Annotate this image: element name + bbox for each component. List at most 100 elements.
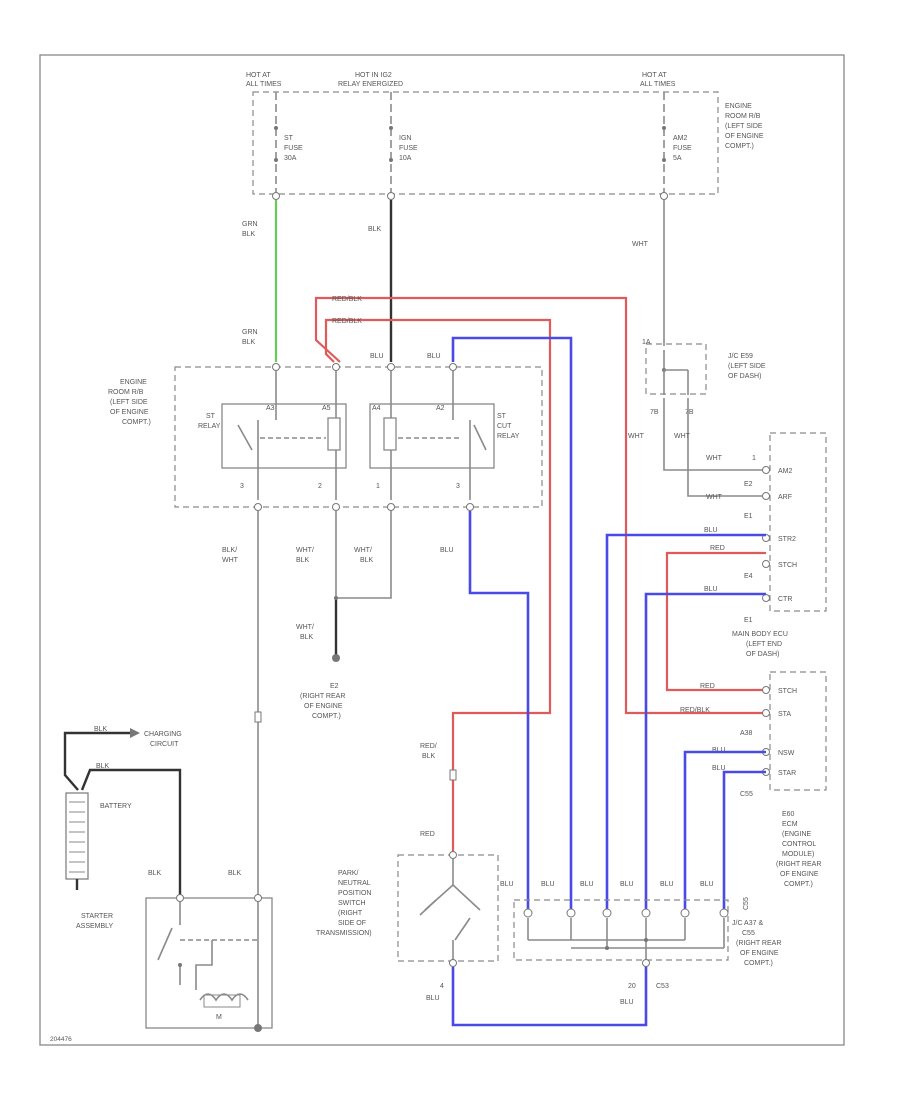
relay-box-loc-1: ENGINE <box>120 379 147 386</box>
jc-wire-blu-6: BLU <box>700 881 714 888</box>
pnp-label-7: TRANSMISSION) <box>316 930 372 937</box>
wire-label-blu-3: BLU <box>440 547 454 554</box>
ecu-terminal-str2: STR2 <box>778 536 796 543</box>
fuse-am2-label: FUSE <box>673 145 692 152</box>
ecu-pin-e2: E2 <box>744 481 753 488</box>
jc-e59-pin-7b-2: 7B <box>685 409 694 416</box>
junction-connector-a37-c55: BLU BLU BLU BLU BLU BLU C55 20 C53 BLU J… <box>500 881 781 1006</box>
fuse-panel-loc-3: (LEFT SIDE <box>725 123 763 130</box>
jc-wire-blu-1: BLU <box>500 881 514 888</box>
jc-e59-pin-1a: 1A <box>642 339 651 346</box>
relay-box-loc-3: (LEFT SIDE <box>110 399 148 406</box>
wire-label-wht-blk-6: BLK <box>300 634 314 641</box>
jc-bottom-loc-3: COMPT.) <box>744 960 773 967</box>
jc-e59-loc-1: (LEFT SIDE <box>728 363 766 370</box>
fuse-st-label: FUSE <box>284 145 303 152</box>
ecm-wire-red-blk: RED/BLK <box>680 707 710 714</box>
ecm-wire-blu-1: BLU <box>712 747 726 754</box>
hot-label-1: HOT AT <box>246 72 271 79</box>
relay-box: ENGINE ROOM R/B (LEFT SIDE OF ENGINE COM… <box>108 363 543 511</box>
starter-wire-blk-1: BLK <box>148 870 162 877</box>
ecu-wire-blu: BLU <box>704 586 718 593</box>
wire-label-wht-b: WHT <box>674 433 691 440</box>
wire-wht-blk-ground <box>335 511 392 599</box>
starter-label-2: ASSEMBLY <box>76 923 114 930</box>
wire-label-blk: BLK <box>368 226 382 233</box>
ground-e2-loc-1: (RIGHT REAR <box>300 693 345 700</box>
ecm-loc-3: COMPT.) <box>784 881 813 888</box>
relay-terminal-a5: A5 <box>322 405 331 412</box>
wire-label-red-blk-4: BLK <box>422 753 436 760</box>
junction-connector-e59: 1A J/C E59 (LEFT SIDE OF DASH) 7B 7B <box>642 339 766 416</box>
relay-box-loc-5: COMPT.) <box>122 419 151 426</box>
pnp-wire-blu-2: BLU <box>620 999 634 1006</box>
st-relay-label: RELAY <box>198 423 221 430</box>
ecu-pin-e1b: E1 <box>744 617 753 624</box>
pnp-pin-4: 4 <box>440 983 444 990</box>
battery-wire-blk-1: BLK <box>94 726 108 733</box>
wire-label-wht-blk: WHT/ <box>296 547 314 554</box>
pnp-pin-20: 20 <box>628 983 636 990</box>
wire-label-blk-wht-2: WHT <box>222 557 239 564</box>
main-body-ecu: AM2 ARF STR2 STCH CTR 1 E2 E1 E4 E1 MAIN… <box>732 432 827 658</box>
wire-label-blu-1: BLU <box>370 353 384 360</box>
ecm-conn-e60: E60 <box>782 811 795 818</box>
charging-circuit-1: CHARGING <box>144 731 182 738</box>
ecu-pin-e1: E1 <box>744 513 753 520</box>
hot-label-2b: RELAY ENERGIZED <box>338 81 403 88</box>
hot-label-2: HOT IN IG2 <box>355 72 392 79</box>
relay-pin-2: 2 <box>318 483 322 490</box>
ground-e2-id: E2 <box>330 683 339 690</box>
ecm-terminal-sta: STA <box>778 711 791 718</box>
wire-red-blk-outer <box>314 296 766 715</box>
relay-pin-3: 3 <box>240 483 244 490</box>
ecm-terminal-star: STAR <box>778 770 796 777</box>
st-cut-relay-cut: CUT <box>497 423 512 430</box>
fuse-ign-name: IGN <box>399 135 411 142</box>
fuse-st-name: ST <box>284 135 294 142</box>
jc-bottom-label-2: C55 <box>742 930 755 937</box>
hot-label-1b: ALL TIMES <box>246 81 282 88</box>
relay-terminal-a4: A4 <box>372 405 381 412</box>
diagram-id: 204476 <box>50 1036 72 1043</box>
battery-wire-blk-2: BLK <box>96 763 110 770</box>
jc-wire-blu-3: BLU <box>580 881 594 888</box>
wire-label-wht-blk-3: WHT/ <box>354 547 372 554</box>
relay-terminal-a3: A3 <box>266 405 275 412</box>
fuse-panel: HOT AT ALL TIMES HOT IN IG2 RELAY ENERGI… <box>246 72 764 200</box>
relay-pin-3b: 3 <box>456 483 460 490</box>
ecu-pin-e4: E4 <box>744 573 753 580</box>
jc-e59-pin-7b-1: 7B <box>650 409 659 416</box>
wire-label-wht-blk-4: BLK <box>360 557 374 564</box>
ecm-desc-2: CONTROL <box>782 841 816 848</box>
st-relay <box>221 403 347 469</box>
wire-label-grn-2: GRN <box>242 329 258 336</box>
st-cut-relay-name: ST <box>497 413 507 420</box>
jc-e59-id: J/C E59 <box>728 353 753 360</box>
pnp-label-6: SIDE OF <box>338 920 366 927</box>
wire-label-red-blk: RED/BLK <box>332 296 362 303</box>
fuse-panel-loc-5: COMPT.) <box>725 143 754 150</box>
pnp-label-1: PARK/ <box>338 870 359 877</box>
fuse-am2-rating: 5A <box>673 155 682 162</box>
starter-assembly: BLK BLK STARTER ASSEMBLY M <box>76 870 273 1032</box>
wire-blu-relay-ecm <box>468 511 530 913</box>
ecm-loc-1: (RIGHT REAR <box>776 861 821 868</box>
pnp-label-4: SWITCH <box>338 900 366 907</box>
ground-e2-loc-2: OF ENGINE <box>304 703 343 710</box>
wire-wht-am2-ecu <box>663 398 766 471</box>
wire-label-blk-wht: BLK/ <box>222 547 237 554</box>
relay-pin-1: 1 <box>376 483 380 490</box>
wire-label-red-blk-3: RED/ <box>420 743 437 750</box>
ecm-name: ECM <box>782 821 798 828</box>
battery-label: BATTERY <box>100 803 132 810</box>
wire-label-red: RED <box>420 831 435 838</box>
jc-wire-blu-2: BLU <box>541 881 555 888</box>
ecu-terminal-arf: ARF <box>778 494 792 501</box>
engine-control-module: STCH STA NSW STAR A38 C55 RED RED/BLK BL… <box>680 671 827 888</box>
fuse-panel-loc-4: OF ENGINE <box>725 133 764 140</box>
ecm-wire-red: RED <box>700 683 715 690</box>
diagram-frame <box>39 54 845 1046</box>
ecu-wire-red-1: BLU <box>704 527 718 534</box>
